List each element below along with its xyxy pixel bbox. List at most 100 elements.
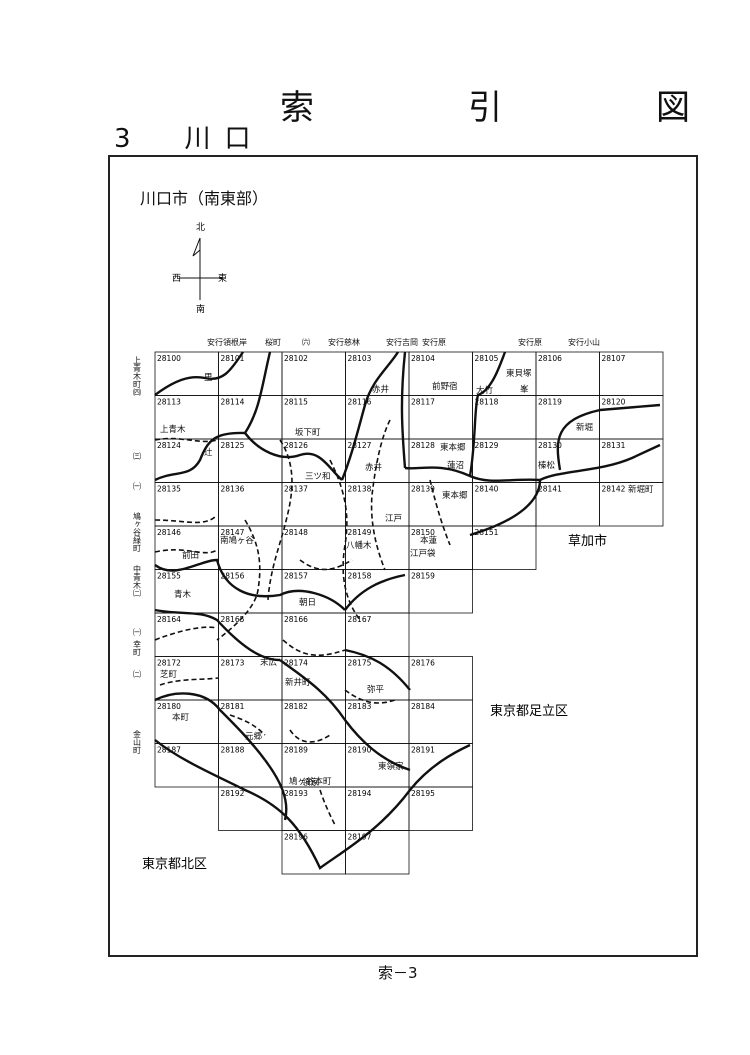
soka-city-label: 草加市 [568, 533, 607, 549]
sheet-cell[interactable]: 28176 [408, 656, 473, 701]
sheet-cell[interactable]: 28197 [345, 830, 410, 875]
sheet-number-label: 28158 [348, 572, 372, 581]
page-number: 索－3 [378, 964, 418, 982]
sheet-cell[interactable]: 28131 [599, 438, 664, 483]
sheet-cell[interactable]: 28142 [599, 482, 664, 527]
top-margin-label: 安行原 [422, 337, 446, 347]
sheet-cell[interactable]: 28147 [218, 525, 283, 570]
sheet-number-label: 28120 [602, 398, 626, 407]
sheet-cell[interactable]: 28140 [472, 482, 537, 527]
sheet-number-label: 28167 [348, 615, 372, 624]
sheet-number-label: 28175 [348, 659, 372, 668]
sheet-cell[interactable]: 28184 [408, 699, 473, 744]
left-margin-label: 鳩ヶ谷緑町 [133, 511, 142, 552]
sheet-number-label: 28116 [348, 398, 372, 407]
compass-rose [180, 237, 222, 300]
sheet-number-label: 28149 [348, 528, 372, 537]
sheet-number-label: 28195 [411, 789, 435, 798]
sheet-number-label: 28147 [221, 528, 245, 537]
sheet-number-label: 28181 [221, 702, 245, 711]
sheet-cell[interactable]: 28166 [281, 612, 346, 657]
sheet-cell-border [472, 525, 537, 570]
sheet-number-label: 28140 [475, 485, 499, 494]
place-name-label: 上青木 [160, 424, 186, 435]
place-name-label: 領家 [302, 777, 320, 788]
sheet-number-label: 28190 [348, 746, 372, 755]
place-name-label: 本町 [172, 712, 190, 723]
sheet-cell[interactable]: 28125 [218, 438, 283, 483]
place-name-label: 新堀 [576, 422, 593, 433]
sheet-number-label: 28191 [411, 746, 435, 755]
left-margin-label: ㈠ [133, 627, 142, 637]
sheet-cell[interactable]: 28118 [472, 395, 537, 440]
sheet-number-label: 28166 [284, 615, 308, 624]
left-margin-label: ㈠ [133, 481, 142, 491]
place-name-label: 江戸 [385, 514, 402, 524]
sheet-cell[interactable]: 28136 [218, 482, 283, 527]
place-name-label: 八幡木 [346, 540, 372, 551]
sheet-number-label: 28172 [157, 659, 181, 668]
sheet-number-label: 28101 [221, 354, 245, 363]
sheet-number-label: 28114 [221, 398, 245, 407]
sheet-cell[interactable]: 28106 [535, 351, 600, 396]
page-title: 索 引 図 [280, 88, 750, 128]
kita-ward-label: 東京都北区 [142, 856, 207, 872]
sheet-cell[interactable]: 28159 [408, 569, 473, 614]
place-name-label: 東本郷 [440, 442, 466, 453]
sheet-cell[interactable]: 28102 [281, 351, 346, 396]
place-name-label: 鳩ヶ谷本町 [289, 776, 332, 787]
sheet-number-label: 28136 [221, 485, 245, 494]
place-name-label: 坂下町 [295, 427, 321, 438]
sheet-number-label: 28106 [538, 354, 562, 363]
top-margin-label: 安行慈林 [328, 337, 360, 347]
sheet-number-label: 28196 [284, 833, 308, 842]
sheet-cell[interactable]: 28150 [408, 525, 473, 570]
sheet-number-label: 28164 [157, 615, 181, 624]
sheet-cell[interactable]: 28196 [281, 830, 346, 875]
sheet-cell[interactable]: 28187 [154, 743, 219, 788]
sheet-number-label: 28128 [411, 441, 435, 450]
sheet-number-label: 28115 [284, 398, 308, 407]
sheet-number-label: 28165 [221, 615, 245, 624]
top-margin-label: ㈥ [302, 337, 310, 347]
sheet-cell[interactable]: 28129 [472, 438, 537, 483]
sheet-cell[interactable]: 28117 [408, 395, 473, 440]
sheet-cell[interactable]: 28116 [345, 395, 410, 440]
map-subtitle: 川口市（南東部） [140, 189, 269, 208]
sheet-cell[interactable]: 28148 [281, 525, 346, 570]
left-margin-label: 上青木町㈣ [133, 356, 142, 397]
sheet-cell[interactable]: 28146 [154, 525, 219, 570]
compass-west-label: 西 [172, 273, 181, 284]
place-name-label: 赤井 [372, 384, 389, 395]
sheet-number-label: 28135 [157, 485, 181, 494]
sheet-number-label: 28141 [538, 485, 562, 494]
sheet-number-label: 28102 [284, 354, 308, 363]
sheet-number-label: 28119 [538, 398, 562, 407]
sheet-number-label: 28157 [284, 572, 308, 581]
sheet-number-label: 28150 [411, 528, 435, 537]
left-margin-label: 幸町 [133, 640, 142, 656]
place-name-label: 峯 [520, 385, 529, 395]
sheet-cell[interactable]: 28151 [472, 525, 537, 570]
sheet-number-label: 28180 [157, 702, 181, 711]
sheet-number-label: 28159 [411, 572, 435, 581]
sheet-cell[interactable]: 28183 [345, 699, 410, 744]
sheet-number-label: 28113 [157, 398, 181, 407]
sheet-cell[interactable]: 28101 [218, 351, 283, 396]
sheet-cell[interactable]: 28120 [599, 395, 664, 440]
sheet-cell[interactable]: 28114 [218, 395, 283, 440]
place-name-label: 本蓮 [420, 535, 438, 546]
sheet-number-label: 28193 [284, 789, 308, 798]
place-labels: 里東貝塚峯赤井前野宿大竹上青木坂下町新堀辻東本郷蓮沼榛松三ツ和赤井東本郷江戸新堀… [160, 368, 654, 788]
sheet-cell[interactable]: 28107 [599, 351, 664, 396]
sheet-number-label: 28176 [411, 659, 435, 668]
sheet-number-label: 28146 [157, 528, 181, 537]
sheet-cell[interactable]: 28141 [535, 482, 600, 527]
sheet-cell[interactable]: 28164 [154, 612, 219, 657]
sheet-number-label: 28138 [348, 485, 372, 494]
sheet-cell-border [599, 482, 664, 527]
sheet-cell[interactable]: 28167 [345, 612, 410, 657]
sheet-cell[interactable]: 28195 [408, 786, 473, 831]
